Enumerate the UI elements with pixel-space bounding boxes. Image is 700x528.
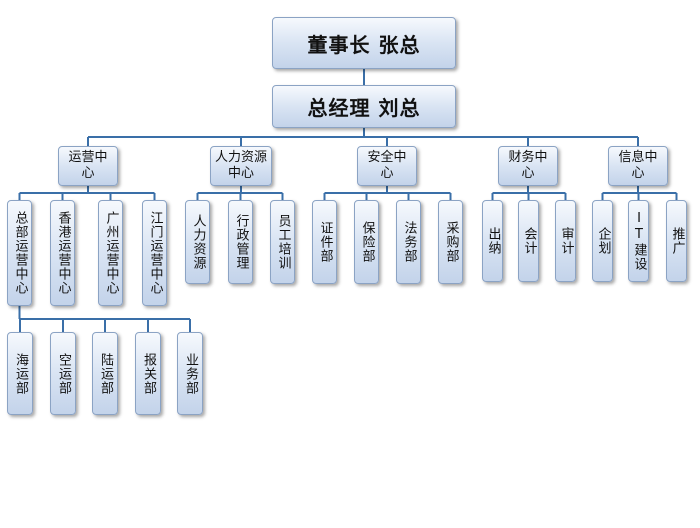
node-hq-operations: 总部运营中心 (7, 200, 32, 306)
node-admin-management: 行政管理 (228, 200, 253, 284)
node-operations-center: 运营中心 (58, 146, 118, 186)
node-safety-center: 安全中心 (357, 146, 417, 186)
node-insurance-dept: 保险部 (354, 200, 379, 284)
node-human-resources: 人力资源 (185, 200, 210, 284)
node-sea-freight: 海运部 (7, 332, 33, 415)
node-air-freight: 空运部 (50, 332, 76, 415)
node-it-construction: IT建设 (628, 200, 649, 282)
node-customs: 报关部 (135, 332, 161, 415)
node-certificates-dept: 证件部 (312, 200, 337, 284)
node-hr-center: 人力资源中心 (210, 146, 272, 186)
node-legal-dept: 法务部 (396, 200, 421, 284)
node-business-dept: 业务部 (177, 332, 203, 415)
node-accounting: 会计 (518, 200, 539, 282)
node-finance-center: 财务中心 (498, 146, 558, 186)
node-cashier: 出纳 (482, 200, 503, 282)
node-purchasing-dept: 采购部 (438, 200, 463, 284)
node-info-center: 信息中心 (608, 146, 668, 186)
node-gz-operations: 广州运营中心 (98, 200, 123, 306)
node-jm-operations: 江门运营中心 (142, 200, 167, 306)
node-promotion: 推广 (666, 200, 687, 282)
node-planning: 企划 (592, 200, 613, 282)
node-land-freight: 陆运部 (92, 332, 118, 415)
node-general-manager: 总经理 刘总 (272, 85, 456, 128)
node-staff-training: 员工培训 (270, 200, 295, 284)
node-audit: 审计 (555, 200, 576, 282)
node-chairman: 董事长 张总 (272, 17, 456, 69)
node-hk-operations: 香港运营中心 (50, 200, 75, 306)
